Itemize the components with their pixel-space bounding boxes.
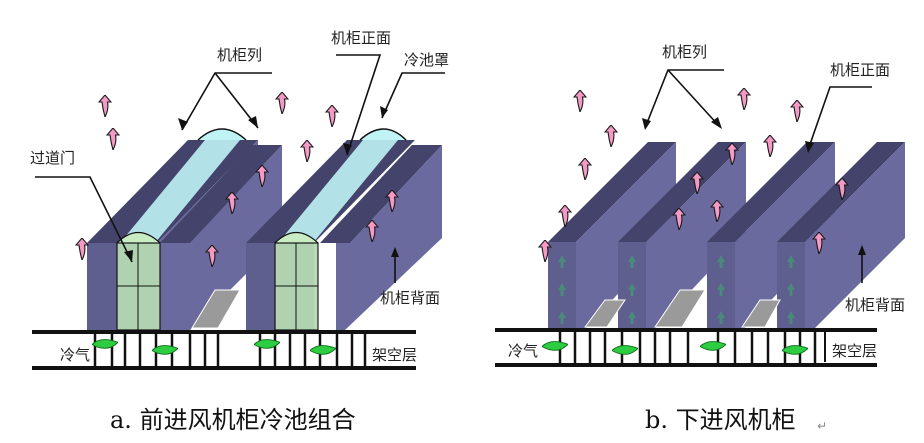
caption-a: a. 前进风机柜冷池组合 bbox=[110, 406, 356, 434]
inner-cold-arrow bbox=[628, 255, 636, 268]
cold-airflow-a bbox=[92, 339, 336, 355]
label-raised-floor-a: 架空层 bbox=[372, 346, 417, 364]
label-cabinet-front-a: 机柜正面 bbox=[331, 29, 391, 47]
inner-cold-arrow bbox=[787, 283, 795, 296]
inner-cold-arrow bbox=[558, 311, 566, 324]
inner-cold-arrow bbox=[628, 283, 636, 296]
inner-cold-arrow bbox=[717, 283, 725, 296]
label-cold-air-b: 冷气 bbox=[508, 342, 538, 360]
label-cabinet-back-a: 机柜背面 bbox=[380, 289, 440, 307]
cold-aisle-cover-a2 bbox=[359, 128, 407, 141]
inner-cold-arrow bbox=[787, 255, 795, 268]
floor-tiles-b bbox=[584, 289, 781, 328]
label-cold-aisle-cover-a: 冷池罩 bbox=[404, 51, 449, 69]
arrowheads-a bbox=[124, 106, 399, 262]
aisle-door-a2 bbox=[274, 231, 319, 331]
label-raised-floor-b: 架空层 bbox=[832, 342, 877, 360]
inner-cold-arrow bbox=[558, 255, 566, 268]
aisle-door-a1 bbox=[116, 231, 161, 331]
caption-b: b. 下进风机柜 bbox=[645, 406, 796, 434]
label-cabinet-row-b: 机柜列 bbox=[662, 43, 707, 61]
arrowheads-b bbox=[642, 117, 866, 255]
label-cabinet-front-b: 机柜正面 bbox=[830, 61, 890, 79]
label-cabinet-row-a: 机柜列 bbox=[217, 46, 262, 64]
inner-cold-arrow bbox=[628, 311, 636, 324]
label-cold-air-a: 冷气 bbox=[60, 346, 90, 364]
inner-cold-arrow bbox=[787, 311, 795, 324]
inner-cold-arrows-b bbox=[558, 255, 795, 324]
inner-cold-arrow bbox=[717, 311, 725, 324]
floor-tiles-a bbox=[191, 289, 241, 329]
label-aisle-door-a: 过道门 bbox=[30, 149, 75, 167]
cabinet-row-a2 bbox=[246, 128, 442, 331]
paragraph-mark: ↵ bbox=[817, 419, 827, 433]
label-cabinet-back-b: 机柜背面 bbox=[845, 296, 905, 314]
inner-cold-arrow bbox=[558, 283, 566, 296]
panel-b: 机柜列 机柜正面 机柜背面 冷气 架空层 b. 下进风机柜 ↵ bbox=[495, 43, 905, 434]
cabinet-row-a1 bbox=[87, 128, 282, 331]
cold-aisle-cover-a1 bbox=[197, 128, 247, 141]
inner-cold-arrow bbox=[717, 255, 725, 268]
panel-a: 机柜列 机柜正面 冷池罩 过道门 机柜背面 冷气 架空层 a. 前进风机柜冷池组… bbox=[30, 29, 449, 434]
